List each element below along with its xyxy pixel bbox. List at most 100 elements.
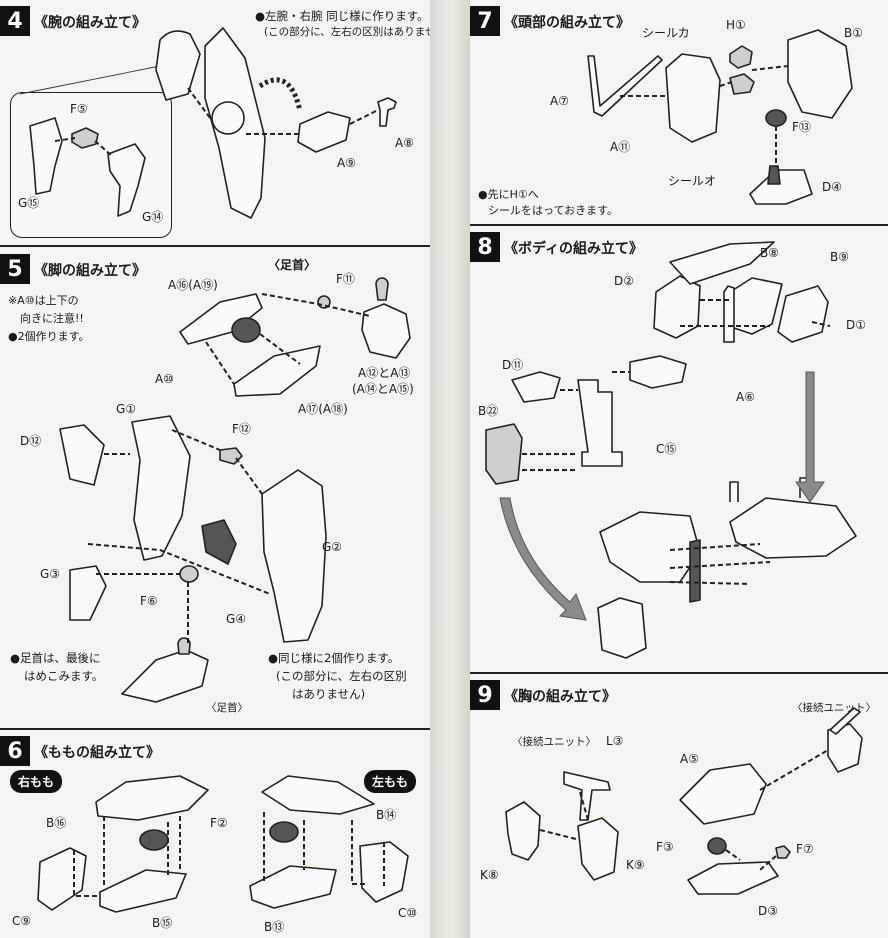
label-a7: A⑦: [550, 94, 569, 108]
section-leg-assembly: 5 《脚の組み立て》 〈足首〉 ※A⑩は上下の 向きに注意!! ●2個作ります。: [0, 254, 430, 724]
label-g15: G⑮: [18, 196, 40, 210]
page-gutter: [430, 0, 470, 938]
label-l3: L③: [606, 734, 624, 748]
note-same-2: (この部分に、左右の区別: [276, 669, 407, 683]
divider: [470, 672, 888, 674]
label-h1: H①: [726, 18, 746, 32]
label-f11: F⑪: [336, 272, 355, 286]
step-title: 《腕の組み立て》: [34, 15, 146, 31]
label-c9: C⑨: [12, 914, 32, 928]
label-b16: B⑯: [46, 816, 67, 830]
section-head-assembly: 7 《頭部の組み立て》 シールカ H① B① A⑦ A⑪ F⑬ シールオ D④ …: [470, 6, 888, 224]
label-b9: B⑨: [830, 250, 849, 264]
label-a14: (A⑭とA⑮): [352, 382, 414, 396]
label-k8: K⑧: [480, 868, 499, 882]
label-a8: A⑧: [395, 136, 414, 150]
right-page: 7 《頭部の組み立て》 シールカ H① B① A⑦ A⑪ F⑬ シールオ D④ …: [470, 0, 888, 938]
ankle-heading: 〈足首〉: [268, 258, 317, 272]
note-same-1: ●同じ様に2個作ります。: [268, 651, 400, 665]
label-d11: D⑪: [502, 358, 524, 372]
note-make-two: ●2個作ります。: [8, 330, 90, 343]
label-d1: D①: [846, 318, 866, 332]
label-a16: A⑯(A⑲): [168, 278, 218, 292]
section-arm-assembly: 4 《腕の組み立て》 ●左腕・右腕 同じ様に作ります。 (この部分に、左右の区別…: [0, 6, 430, 241]
label-c10: C⑩: [398, 906, 418, 920]
label-a17: A⑰(A⑱): [298, 402, 348, 416]
label-f2: F②: [210, 816, 228, 830]
label-f3: F③: [656, 840, 674, 854]
label-g3: G③: [40, 567, 61, 581]
step-title: 《胸の組み立て》: [504, 689, 616, 705]
label-b22: B㉒: [478, 404, 499, 418]
section-header: 5 《脚の組み立て》: [0, 254, 430, 284]
note-ankle-2: はめこみます。: [24, 669, 104, 683]
label-a6: A⑥: [736, 390, 755, 404]
section-thigh-assembly: 6 《ももの組み立て》 右もも 左もも B⑯ F② B⑭ C⑨ B⑮ B⑬ C⑩: [0, 736, 430, 938]
note-a10-1: ※A⑩は上下の: [8, 294, 79, 307]
step-title: 《頭部の組み立て》: [504, 15, 630, 31]
left-page: 4 《腕の組み立て》 ●左腕・右腕 同じ様に作ります。 (この部分に、左右の区別…: [0, 0, 430, 938]
section-chest-assembly: 9 《胸の組み立て》 〈接続ユニット〉 〈接続ユニット〉 L③ A⑤ K⑧ K⑨…: [470, 680, 888, 938]
note-a10-2: 向きに注意!!: [20, 312, 84, 325]
section-header: 7 《頭部の組み立て》: [470, 6, 888, 36]
chest-diagram: [505, 707, 863, 895]
divider: [470, 224, 888, 226]
label-f12: F⑫: [232, 422, 251, 436]
left-thigh-badge: 左もも: [364, 770, 417, 793]
label-k9: K⑨: [626, 858, 645, 872]
label-b13: B⑬: [264, 920, 285, 934]
label-f13: F⑬: [792, 120, 811, 134]
label-d12: D⑫: [20, 434, 42, 448]
divider: [0, 728, 430, 730]
label-f5: F⑤: [70, 102, 88, 116]
label-a5: A⑤: [680, 752, 699, 766]
label-b14: B⑭: [376, 808, 397, 822]
section-body-assembly: 8 《ボディの組み立て》 B: [470, 232, 888, 668]
label-a12: A⑫とA⑬: [358, 366, 411, 380]
label-d4: D④: [822, 180, 842, 194]
section-header: 9 《胸の組み立て》: [470, 680, 888, 710]
section-header: 6 《ももの組み立て》: [0, 736, 430, 766]
label-c15: C⑮: [656, 442, 677, 456]
label-unit-left: 〈接続ユニット〉: [512, 736, 596, 748]
label-f6: F⑥: [140, 594, 158, 608]
step-title: 《ももの組み立て》: [34, 745, 160, 761]
label-g1: G①: [116, 402, 137, 416]
label-g14: G⑭: [142, 210, 164, 224]
section-header: 8 《ボディの組み立て》: [470, 232, 888, 262]
section-header: 4 《腕の組み立て》: [0, 6, 430, 36]
step-number: 7: [470, 6, 500, 36]
label-seal-ka: シールカ: [642, 26, 690, 40]
step-title: 《ボディの組み立て》: [504, 241, 644, 257]
label-d2: D②: [614, 274, 634, 288]
note-seal-2: シールをはっておきます。: [488, 204, 619, 217]
right-thigh-badge: 右もも: [10, 770, 63, 793]
step-number: 9: [470, 680, 500, 710]
label-ankle: 〈足首〉: [206, 702, 248, 714]
note-arm-both: ●左腕・右腕 同じ様に作ります。: [255, 9, 429, 23]
arm-diagram: [19, 27, 397, 219]
leg-diagram: [59, 277, 411, 703]
label-g4: G④: [226, 612, 247, 626]
label-b1: B①: [844, 26, 863, 40]
body-diagram: [485, 241, 857, 659]
label-a10: A⑩: [155, 372, 174, 386]
step-number: 4: [0, 6, 30, 36]
label-b15: B⑮: [152, 916, 173, 930]
label-g2: G②: [322, 540, 343, 554]
head-diagram: [587, 29, 853, 205]
label-b8: B⑧: [760, 246, 779, 260]
step-number: 8: [470, 232, 500, 262]
note-same-3: はありません): [292, 687, 366, 701]
thigh-diagram: [37, 775, 409, 913]
label-a11: A⑪: [610, 140, 631, 154]
note-ankle-1: ●足首は、最後に: [10, 651, 101, 665]
label-seal-o: シールオ: [668, 174, 717, 188]
step-number: 5: [0, 254, 30, 284]
step-title: 《脚の組み立て》: [34, 263, 146, 279]
label-f7: F⑦: [796, 842, 814, 856]
step-number: 6: [0, 736, 30, 766]
label-d3: D③: [758, 904, 778, 918]
note-seal-1: ●先にH①へ: [478, 188, 539, 201]
